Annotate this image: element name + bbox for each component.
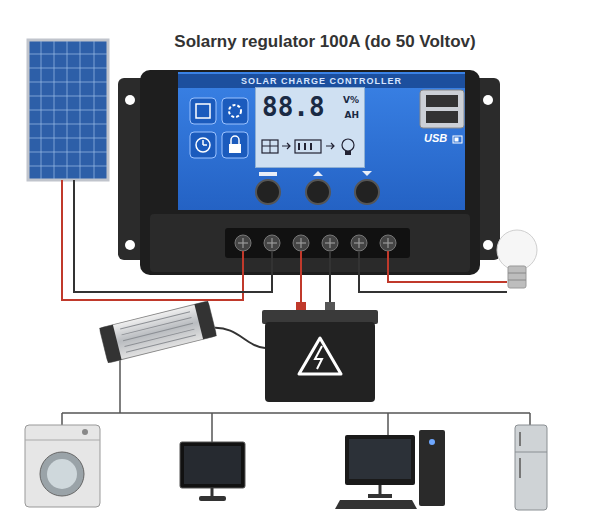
lcd-screen bbox=[255, 87, 365, 168]
wires bbox=[62, 180, 530, 442]
lcd-digits: 88.8 bbox=[262, 92, 325, 122]
controller-housing bbox=[118, 70, 500, 275]
desktop-computer bbox=[335, 430, 445, 509]
controller-box: SOLAR CHARGE CONTROLLER 88.8 V% AH bbox=[120, 70, 500, 275]
unit-label: AH bbox=[345, 110, 360, 121]
monitor bbox=[180, 442, 245, 501]
light-bulb bbox=[497, 230, 537, 288]
device-name: SOLAR CHARGE CONTROLLER bbox=[178, 74, 465, 88]
lcd-display: 88.8 V% AH bbox=[255, 87, 365, 168]
menu-icons bbox=[190, 98, 248, 158]
diagram-title: Solarny regulator 100A (do 50 Voltov) bbox=[130, 32, 520, 52]
port-label: USB bbox=[424, 132, 447, 145]
control-buttons bbox=[256, 171, 379, 204]
refrigerator bbox=[515, 425, 547, 510]
washing-machine bbox=[25, 425, 100, 507]
solar-panel bbox=[28, 40, 108, 180]
unit-label: V% bbox=[343, 95, 359, 106]
inverter bbox=[99, 301, 216, 363]
battery bbox=[262, 302, 378, 402]
